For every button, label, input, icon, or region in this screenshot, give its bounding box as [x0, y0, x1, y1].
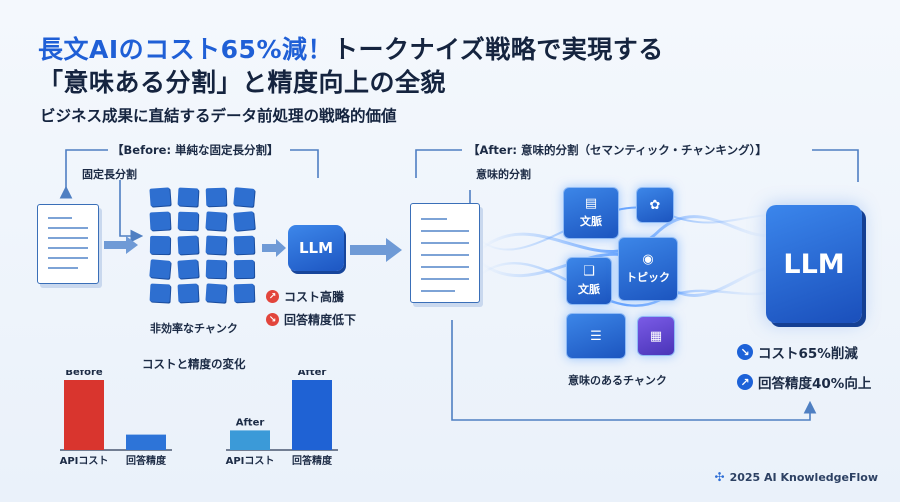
chunk-block — [177, 211, 199, 231]
subtitle: ビジネス成果に直結するデータ前処理の戦略的価値 — [40, 107, 397, 125]
chunk-block — [149, 283, 171, 303]
bar-before-1 — [126, 434, 166, 450]
category-label: 回答精度 — [292, 454, 333, 467]
chunk-block — [233, 187, 255, 207]
before-issues-list: ↗ コスト高騰 ↘ 回答精度低下 — [266, 288, 356, 328]
issue-accuracy: ↘ 回答精度低下 — [266, 311, 356, 328]
chunk-block — [205, 235, 227, 255]
issue-cost: ↗ コスト高騰 — [266, 288, 356, 305]
tile-context-2-label: 文脈 — [578, 283, 600, 296]
chunk-block — [233, 235, 255, 255]
topic-icon: ◉ — [642, 252, 654, 267]
series-label: After — [236, 417, 265, 428]
grid-icon: ▦ — [649, 328, 663, 344]
arrow-right-icon — [104, 236, 138, 254]
footer-brand: ✣ 2025 AI KnowledgeFlow — [715, 470, 878, 484]
after-section-label: 【After: 意味的分割（セマンティック・チャンキング）】 — [468, 143, 767, 157]
trend-down-icon: ↘ — [266, 313, 279, 326]
chat-icon: ❑ — [583, 264, 595, 279]
title-highlight: 長文AIのコスト65%減！ — [38, 35, 333, 64]
tile-topic: ◉ トピック — [618, 237, 678, 301]
chunk-block — [149, 259, 171, 279]
category-label: APIコスト — [60, 455, 109, 467]
chunk-block — [177, 283, 199, 303]
trend-down-icon: ↘ — [737, 344, 753, 360]
tile-topic-label: トピック — [626, 271, 670, 284]
chunk-block — [233, 283, 255, 303]
chunk-block — [149, 235, 171, 255]
tile-context-1: ▤ 文脈 — [563, 187, 619, 239]
tile-cluster: ✿ — [636, 187, 674, 223]
result-accuracy-text: 回答精度40%向上 — [758, 376, 872, 392]
page-title: 長文AIのコスト65%減！トークナイズ戦略で実現する — [38, 30, 664, 66]
before-split-label: 固定長分割 — [82, 168, 137, 181]
before-document-icon — [37, 204, 99, 284]
trend-up-icon: ↗ — [266, 290, 279, 303]
chunk-block — [233, 259, 255, 279]
arrow-right-icon — [350, 238, 402, 262]
cluster-icon: ✿ — [649, 197, 661, 213]
result-cost: ↘ コスト65%削減 — [737, 342, 871, 362]
footer-text: 2025 AI KnowledgeFlow — [729, 470, 878, 484]
knowledge-flow-logo-icon: ✣ — [714, 470, 725, 484]
before-section-label: 【Before: 単純な固定長分割】 — [112, 143, 279, 157]
category-label: 回答精度 — [126, 454, 167, 467]
document-icon: ▤ — [584, 196, 598, 211]
issue-cost-text: コスト高騰 — [284, 290, 345, 304]
series-label: After — [298, 370, 327, 378]
result-accuracy: ↗ 回答精度40%向上 — [737, 372, 871, 392]
cost-accuracy-chart: APIコスト回答精度BeforeAPIコスト回答精度AfterAfter — [60, 370, 338, 467]
bar-after-1 — [292, 380, 332, 450]
chunk-block — [205, 187, 227, 207]
tile-grid: ▦ — [637, 316, 675, 356]
tile-context-1-label: 文脈 — [580, 215, 602, 228]
bar-after-0 — [230, 430, 270, 450]
fixed-chunk-grid — [149, 187, 262, 310]
before-llm-box: LLM — [288, 225, 344, 271]
after-document-icon — [410, 203, 480, 303]
title-rest: トークナイズ戦略で実現する — [333, 35, 664, 64]
chart-title: コストと精度の変化 — [142, 357, 246, 371]
page-title-line2: 「意味ある分割」と精度向上の全貌 — [38, 68, 447, 97]
after-chunks-label: 意味のあるチャンク — [568, 374, 667, 387]
after-split-label: 意味的分割 — [476, 168, 531, 181]
arrow-right-icon — [262, 239, 286, 257]
chunk-block — [205, 283, 227, 303]
chunk-block — [149, 187, 171, 207]
bar-before-0 — [64, 380, 104, 450]
before-chunks-label: 非効率なチャンク — [150, 322, 238, 335]
chunk-block — [149, 211, 171, 231]
after-results-list: ↘ コスト65%削減 ↗ 回答精度40%向上 — [737, 342, 871, 392]
issue-accuracy-text: 回答精度低下 — [284, 313, 357, 327]
tile-chat: ☰ — [566, 313, 626, 359]
speech-bubble-icon: ☰ — [590, 328, 602, 344]
chunk-block — [177, 259, 199, 279]
series-label: Before — [65, 370, 103, 378]
trend-up-icon: ↗ — [737, 374, 753, 390]
chunk-block — [205, 259, 227, 279]
category-label: APIコスト — [226, 455, 275, 467]
after-llm-box: LLM — [766, 205, 862, 323]
chunk-block — [177, 187, 199, 207]
chunk-block — [177, 235, 199, 255]
tile-context-2: ❑ 文脈 — [566, 257, 612, 305]
chunk-block — [205, 211, 227, 231]
result-cost-text: コスト65%削減 — [758, 346, 858, 362]
chunk-block — [233, 211, 255, 231]
